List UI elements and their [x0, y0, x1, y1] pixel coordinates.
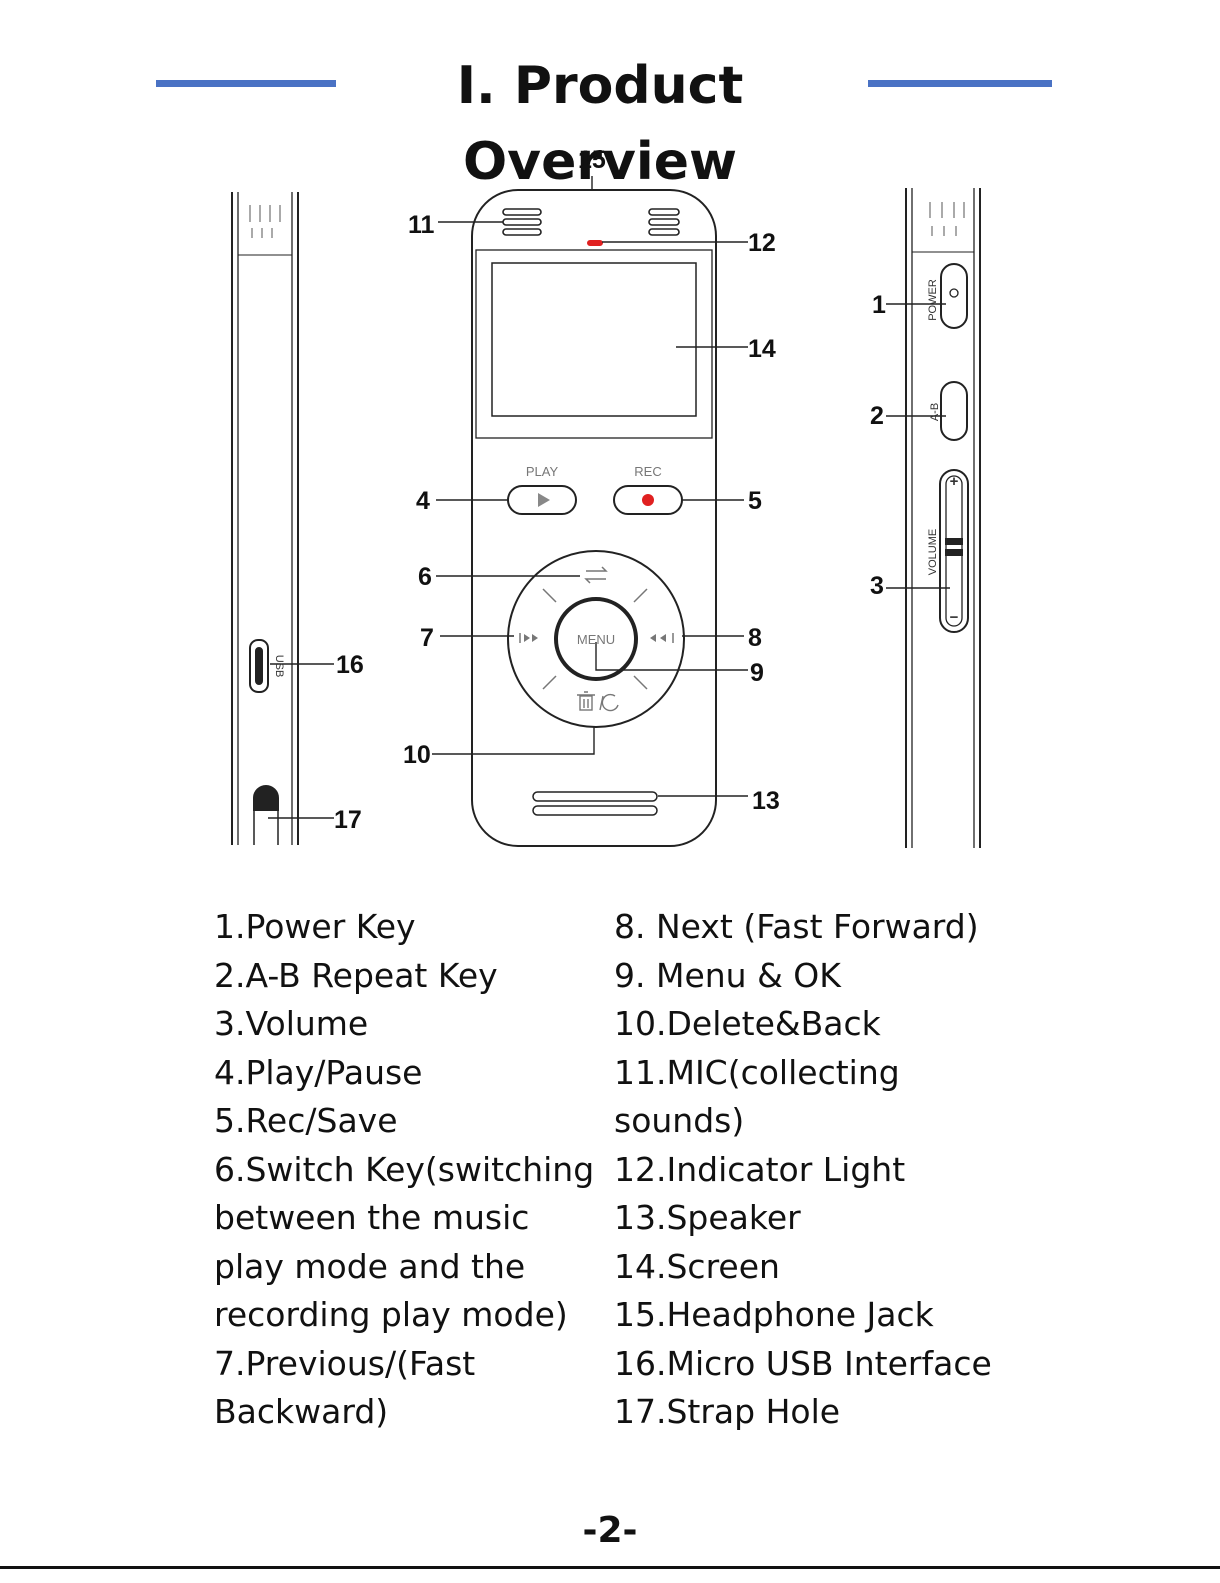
speaker-grille: [532, 791, 658, 816]
legend-item: 5.Rec/Save: [214, 1101, 398, 1140]
callout-16: 16: [336, 651, 364, 679]
page-number: -2-: [582, 1510, 638, 1551]
callout-8: 8: [748, 624, 762, 652]
front-view: [471, 189, 717, 847]
title-rule-left: [156, 80, 336, 87]
menu-label: MENU: [577, 632, 615, 647]
legend-item: 13.Speaker: [614, 1198, 801, 1237]
mic-left: [502, 208, 542, 236]
legend-item: recording play mode): [214, 1295, 568, 1334]
left-side-view: [231, 192, 299, 845]
legend-item: 6.Switch Key(switching: [214, 1149, 595, 1189]
legend-item: 7.Previous/(Fast: [214, 1343, 476, 1383]
legend-item: 1.Power Key: [214, 907, 416, 946]
callout-7: 7: [420, 624, 434, 652]
callout-9: 9: [750, 659, 764, 687]
volume-plus-label: +: [950, 473, 959, 490]
callout-6: 6: [418, 563, 432, 591]
strap-hole: [253, 785, 279, 811]
rec-label: REC: [634, 464, 661, 479]
ab-button: [940, 381, 968, 441]
product-diagram: PLAY REC MENU USB POWER A-B VOLUME + − 1…: [231, 146, 981, 848]
legend-item: 16.Micro USB Interface: [614, 1343, 992, 1383]
legend-right-column: 8. Next (Fast Forward) 9. Menu & OK 10.D…: [614, 903, 1034, 1437]
legend-item: 3.Volume: [214, 1004, 369, 1043]
callout-15: 15: [578, 146, 606, 174]
callout-1: 1: [872, 291, 886, 319]
power-label: POWER: [927, 279, 939, 321]
callout-13: 13: [752, 787, 780, 815]
callout-14: 14: [748, 335, 776, 363]
legend-item: 8. Next (Fast Forward): [614, 907, 979, 946]
trash-icon: [577, 691, 619, 712]
legend-item: sounds): [614, 1101, 745, 1140]
usb-label: USB: [273, 655, 285, 678]
callout-2: 2: [870, 402, 884, 430]
indicator-light: [587, 240, 603, 246]
legend-item: 9. Menu & OK: [614, 955, 841, 995]
menu-button: [554, 597, 638, 681]
title-rule-right: [868, 80, 1052, 87]
volume-label: VOLUME: [927, 529, 939, 575]
legend-item: 12.Indicator Light: [614, 1149, 906, 1189]
legend-item: 4.Play/Pause: [214, 1052, 423, 1092]
legend-item: 11.MIC(collecting: [614, 1052, 900, 1092]
callout-17: 17: [334, 806, 362, 834]
play-label: PLAY: [526, 464, 559, 479]
nav-ring: [507, 550, 685, 728]
callout-10: 10: [403, 741, 431, 769]
page-title: I. Product Overview: [456, 56, 744, 192]
legend-item: 2.A-B Repeat Key: [214, 955, 498, 995]
right-side-view: [905, 188, 981, 848]
legend-item: between the music: [214, 1198, 530, 1237]
callout-5: 5: [748, 487, 762, 515]
legend-left-column: 1.Power Key 2.A-B Repeat Key 3.Volume 4.…: [214, 903, 614, 1437]
callout-4: 4: [416, 487, 430, 515]
legend-item: 15.Headphone Jack: [614, 1295, 934, 1334]
legend-item: 14.Screen: [614, 1246, 780, 1286]
power-button: [940, 263, 968, 329]
callout-11: 11: [408, 211, 435, 239]
leader-lines: [268, 176, 950, 819]
mic-right: [648, 208, 680, 236]
bottom-rule: [0, 1566, 1220, 1569]
legend-item: play mode and the: [214, 1246, 526, 1286]
legend-item: Backward): [214, 1392, 389, 1431]
ab-label: A-B: [929, 403, 941, 421]
device-body: [471, 189, 717, 847]
callout-12: 12: [748, 229, 776, 257]
legend-item: 10.Delete&Back: [614, 1004, 881, 1043]
volume-rocker: [939, 469, 969, 633]
legend-item: 17.Strap Hole: [614, 1392, 841, 1431]
usb-port: [249, 639, 269, 693]
callout-3: 3: [870, 572, 884, 600]
page-header: I. Product Overview: [0, 48, 1220, 192]
screen: [491, 262, 697, 417]
volume-minus-label: −: [950, 609, 959, 626]
